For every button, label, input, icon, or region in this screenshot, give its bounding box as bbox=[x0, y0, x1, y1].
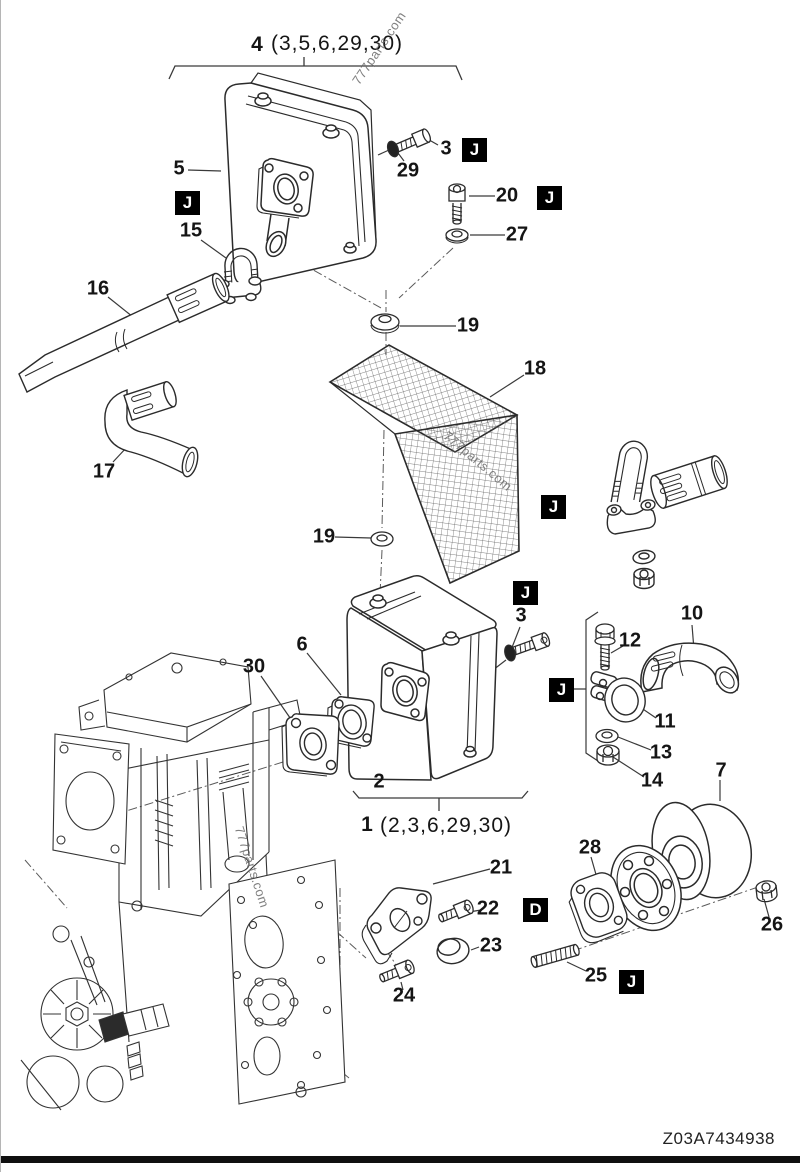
mesh-guard-18-drawing bbox=[328, 344, 520, 585]
pipe-16-drawing bbox=[18, 272, 230, 393]
drawing-code: Z03A7434938 bbox=[662, 1129, 775, 1148]
bolt-3-lower-drawing bbox=[504, 632, 551, 662]
label-part-23: 23 bbox=[479, 934, 503, 957]
ref-badge-j-7: J bbox=[619, 970, 644, 994]
gasket-6-drawing bbox=[326, 696, 375, 749]
muffler-lower-drawing bbox=[346, 574, 498, 781]
ubolt-kit-drawing bbox=[606, 440, 728, 590]
label-part-10: 10 bbox=[680, 602, 704, 625]
label-part-22: 22 bbox=[476, 897, 500, 920]
bolt-12-drawing bbox=[594, 623, 616, 671]
label-part-28: 28 bbox=[578, 836, 602, 859]
elbow-10-drawing bbox=[640, 642, 740, 694]
label-part-24: 24 bbox=[392, 984, 416, 1007]
label-part-3-lower: 3 bbox=[515, 604, 527, 627]
label-part-16: 16 bbox=[86, 277, 110, 300]
label-part-18: 18 bbox=[523, 357, 547, 380]
group-bracket-upper bbox=[168, 57, 463, 81]
label-part-3-upper: 3 bbox=[440, 137, 452, 160]
group-lower-refs: (2,3,6,29,30) bbox=[379, 814, 513, 837]
label-part-12: 12 bbox=[618, 629, 642, 652]
ref-badge-j-1: J bbox=[462, 138, 487, 162]
stud-25-drawing bbox=[530, 943, 580, 969]
muffler-upper-drawing bbox=[224, 72, 377, 286]
ref-badge-j-3: J bbox=[175, 191, 200, 215]
ref-badge-j-2: J bbox=[537, 186, 562, 210]
bolt-3-upper-drawing bbox=[386, 128, 432, 158]
nut-26-drawing bbox=[755, 880, 778, 903]
label-part-25: 25 bbox=[584, 964, 608, 987]
bolt-24-drawing bbox=[379, 959, 415, 983]
label-part-5: 5 bbox=[173, 157, 185, 180]
washer-19-lower-drawing bbox=[370, 531, 394, 547]
group-upper-number: 4 bbox=[251, 33, 263, 56]
label-part-15: 15 bbox=[179, 219, 203, 242]
label-part-6: 6 bbox=[296, 633, 308, 656]
group-bracket-lower bbox=[352, 790, 529, 811]
label-part-19-upper: 19 bbox=[456, 314, 480, 337]
label-part-11: 11 bbox=[654, 710, 676, 733]
clamp-11-drawing bbox=[590, 671, 646, 723]
canister-7-drawing bbox=[610, 801, 753, 932]
bolt-22-drawing bbox=[438, 899, 474, 923]
leader-lines bbox=[107, 136, 770, 991]
nut-14-drawing bbox=[596, 744, 620, 766]
gasket-28-drawing bbox=[568, 872, 628, 944]
plug-23-drawing bbox=[436, 937, 470, 965]
grommet-19-upper-drawing bbox=[370, 313, 400, 334]
ref-badge-j-5: J bbox=[513, 581, 538, 605]
label-part-2: 2 bbox=[373, 770, 385, 793]
engine-block-drawing bbox=[20, 652, 346, 1111]
group-upper-refs: (3,5,6,29,30) bbox=[270, 32, 404, 55]
label-part-30: 30 bbox=[242, 655, 266, 678]
label-part-20: 20 bbox=[495, 184, 519, 207]
label-part-27: 27 bbox=[505, 223, 529, 246]
label-part-26: 26 bbox=[760, 913, 784, 936]
label-part-13: 13 bbox=[649, 741, 673, 764]
pipe-17-drawing bbox=[104, 380, 199, 478]
cover-plate-21-drawing bbox=[361, 887, 432, 965]
washer-27-drawing bbox=[445, 228, 469, 244]
label-part-19-lower: 19 bbox=[312, 525, 336, 548]
washer-13-drawing bbox=[595, 728, 619, 744]
footer-bar bbox=[1, 1156, 800, 1163]
ref-badge-j-6: J bbox=[549, 678, 574, 702]
group-lower-number: 1 bbox=[361, 813, 373, 836]
label-part-21: 21 bbox=[489, 856, 513, 879]
group-bracket-clamp-parts bbox=[574, 611, 599, 762]
ref-badge-j-4: J bbox=[541, 495, 566, 519]
label-part-29: 29 bbox=[396, 159, 420, 182]
flange-30-drawing bbox=[281, 713, 340, 777]
label-part-7: 7 bbox=[715, 759, 727, 782]
bolt-20-drawing bbox=[448, 183, 466, 225]
label-part-14: 14 bbox=[640, 769, 664, 792]
ref-badge-d-1: D bbox=[523, 898, 548, 922]
label-part-17: 17 bbox=[92, 460, 116, 483]
